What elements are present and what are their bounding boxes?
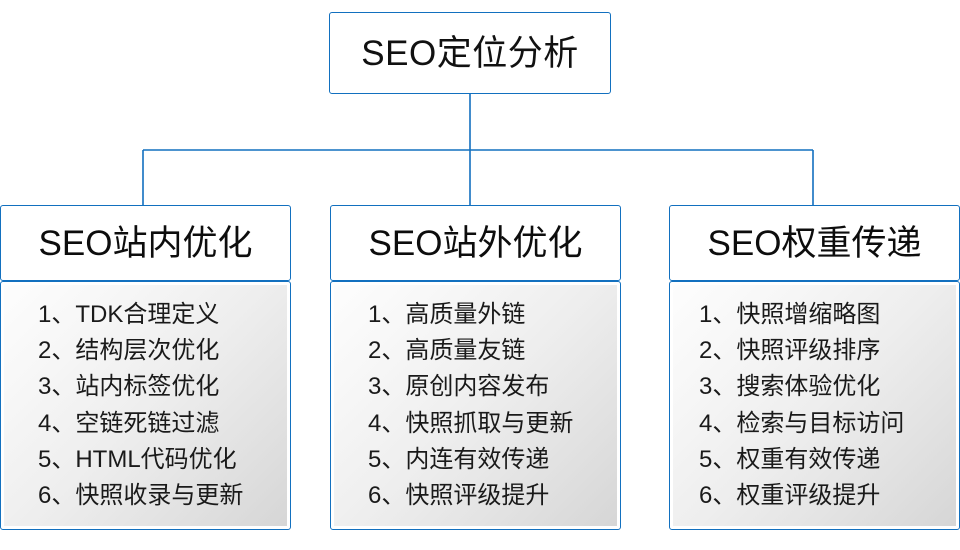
list-item: 1、高质量外链: [368, 301, 526, 329]
branch-body-weight: 1、快照增缩略图 2、快照评级排序 3、搜索体验优化 4、检索与目标访问 5、权…: [669, 281, 960, 530]
list-item: 2、高质量友链: [368, 337, 526, 365]
list-item: 4、空链死链过滤: [38, 409, 220, 437]
root-node-label: SEO定位分析: [361, 33, 579, 73]
list-item: 4、快照抓取与更新: [368, 409, 574, 437]
list-item: 5、权重有效传递: [699, 445, 881, 473]
branch-offsite-optimization: SEO站外优化 1、高质量外链 2、高质量友链 3、原创内容发布 4、快照抓取与…: [330, 205, 621, 530]
list-item: 5、HTML代码优化: [38, 445, 237, 473]
list-item: 3、站内标签优化: [38, 373, 220, 401]
branch-body-surface-onsite: 1、TDK合理定义 2、结构层次优化 3、站内标签优化 4、空链死链过滤 5、H…: [4, 285, 287, 526]
list-item: 1、TDK合理定义: [38, 301, 220, 329]
list-item: 3、搜索体验优化: [699, 373, 881, 401]
branch-onsite-optimization: SEO站内优化 1、TDK合理定义 2、结构层次优化 3、站内标签优化 4、空链…: [0, 205, 291, 530]
list-item: 6、快照评级提升: [368, 481, 550, 509]
item-list-weight: 1、快照增缩略图 2、快照评级排序 3、搜索体验优化 4、检索与目标访问 5、权…: [673, 297, 956, 514]
branch-header-weight: SEO权重传递: [669, 205, 960, 281]
branch-body-onsite: 1、TDK合理定义 2、结构层次优化 3、站内标签优化 4、空链死链过滤 5、H…: [0, 281, 291, 530]
branch-weight-transfer: SEO权重传递 1、快照增缩略图 2、快照评级排序 3、搜索体验优化 4、检索与…: [669, 205, 960, 530]
list-item: 3、原创内容发布: [368, 373, 550, 401]
branch-header-label-weight: SEO权重传递: [707, 223, 922, 263]
branch-header-label-onsite: SEO站内优化: [38, 223, 253, 263]
list-item: 6、快照收录与更新: [38, 481, 244, 509]
branch-body-surface-offsite: 1、高质量外链 2、高质量友链 3、原创内容发布 4、快照抓取与更新 5、内连有…: [334, 285, 617, 526]
branch-header-onsite: SEO站内优化: [0, 205, 291, 281]
branch-body-offsite: 1、高质量外链 2、高质量友链 3、原创内容发布 4、快照抓取与更新 5、内连有…: [330, 281, 621, 530]
branch-header-offsite: SEO站外优化: [330, 205, 621, 281]
list-item: 6、权重评级提升: [699, 481, 881, 509]
list-item: 2、快照评级排序: [699, 337, 881, 365]
branch-body-surface-weight: 1、快照增缩略图 2、快照评级排序 3、搜索体验优化 4、检索与目标访问 5、权…: [673, 285, 956, 526]
list-item: 1、快照增缩略图: [699, 301, 881, 329]
branch-header-label-offsite: SEO站外优化: [368, 223, 583, 263]
item-list-onsite: 1、TDK合理定义 2、结构层次优化 3、站内标签优化 4、空链死链过滤 5、H…: [4, 297, 287, 514]
list-item: 2、结构层次优化: [38, 337, 220, 365]
list-item: 5、内连有效传递: [368, 445, 550, 473]
root-node-seo-positioning-analysis: SEO定位分析: [329, 12, 611, 94]
item-list-offsite: 1、高质量外链 2、高质量友链 3、原创内容发布 4、快照抓取与更新 5、内连有…: [334, 297, 617, 514]
list-item: 4、检索与目标访问: [699, 409, 905, 437]
